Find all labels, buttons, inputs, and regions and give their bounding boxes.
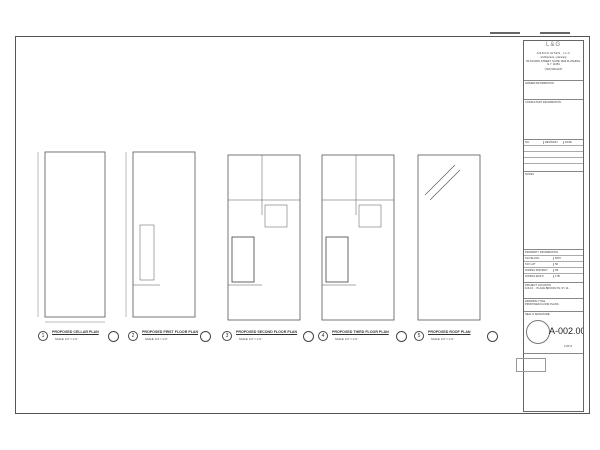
firm-info: L&G ASSOCIATES, LLC architecture • plann… <box>524 41 583 81</box>
seal-section: SEAL & SIGNATURE A-002.00 4 OF 8 <box>524 312 583 354</box>
owner-label: OWNER INFORMATION <box>525 82 554 85</box>
cellar-plan-outline <box>44 151 106 318</box>
sheet-of: 4 OF 8 <box>564 345 572 348</box>
plan-number-5: 5 <box>414 331 424 341</box>
notes-section: NOTES <box>524 172 583 250</box>
property-row-label: TAX BLOCK <box>525 256 540 260</box>
second-floor-plan-outline <box>227 154 301 321</box>
owner-info: OWNER INFORMATION <box>524 81 583 100</box>
property-row-label: ZONING MAP # <box>525 274 544 278</box>
plan-title-1: PROPOSED CELLAR PLAN <box>52 330 99 334</box>
property-row-value: 56 <box>553 262 583 267</box>
revision-header: NO. <box>525 140 530 144</box>
project-location-value: 115-16 ... PLACE BROOKLYN, NY 11... <box>525 287 571 291</box>
property-row-value: 17B <box>553 274 583 279</box>
property-info: PROPERTY INFORMATION TAX BLOCK 5076 TAX L… <box>524 250 583 283</box>
plan-title-2: PROPOSED FIRST FLOOR PLAN <box>142 330 199 334</box>
project-label: PROJECT LOCATION <box>525 284 551 287</box>
professional-seal-icon <box>526 320 550 344</box>
seal-label: SEAL & SIGNATURE <box>525 313 550 316</box>
consultant-label: CONSULTANT INFORMATION <box>525 101 561 104</box>
plan-number-2: 2 <box>128 331 138 341</box>
north-arrow-icon <box>487 331 498 342</box>
notes-label: NOTES <box>525 173 534 176</box>
plan-number-1: 1 <box>38 331 48 341</box>
firm-address: 56-04 MAIN STREET, SUITE 1604 FLUSHING, … <box>526 59 581 67</box>
firm-contact: (718) 539-0247 <box>544 67 563 71</box>
revision-header: DATE <box>563 140 583 145</box>
property-label: PROPERTY INFORMATION <box>525 251 558 254</box>
title-block: L&G ASSOCIATES, LLC architecture • plann… <box>516 40 584 412</box>
drawing-sheet-border <box>15 36 590 414</box>
plan-scale-5: SCALE: 1/4" = 1'-0" <box>431 338 454 341</box>
drawing-label: DRAWING TITLE <box>525 300 546 303</box>
plan-number-3: 3 <box>222 331 232 341</box>
north-arrow-icon <box>108 331 119 342</box>
plan-scale-3: SCALE: 1/4" = 1'-0" <box>239 338 262 341</box>
header-stamp <box>490 32 520 34</box>
plan-scale-4: SCALE: 1/4" = 1'-0" <box>335 338 358 341</box>
property-row-label: ZONING DISTRICT <box>525 268 548 272</box>
approval-stamp-icon <box>516 358 546 372</box>
firm-tagline: architecture • planning <box>540 55 567 59</box>
plan-title-4: PROPOSED THIRD FLOOR PLAN <box>332 330 389 334</box>
plan-number-4: 4 <box>318 331 328 341</box>
drawing-title-section: DRAWING TITLE PROPOSED FLOOR PLANS <box>524 299 583 312</box>
plan-scale-1: SCALE: 1/4" = 1'-0" <box>55 338 78 341</box>
revision-header: REVISION <box>543 140 563 145</box>
consultant-info: CONSULTANT INFORMATION <box>524 100 583 140</box>
third-floor-plan-outline <box>321 154 395 321</box>
north-arrow-icon <box>200 331 211 342</box>
plan-title-3: PROPOSED SECOND FLOOR PLAN <box>236 330 298 334</box>
drawing-title: PROPOSED FLOOR PLANS <box>525 303 559 307</box>
stamp-area <box>516 354 583 374</box>
header-stamp <box>540 32 570 34</box>
plan-title-5: PROPOSED ROOF PLAN <box>428 330 471 334</box>
property-row-value: R6 <box>553 268 583 273</box>
firm-name: ASSOCIATES, LLC <box>536 50 571 55</box>
north-arrow-icon <box>396 331 407 342</box>
first-floor-plan-outline <box>132 151 196 318</box>
plan-scale-2: SCALE: 1/4" = 1'-0" <box>145 338 168 341</box>
project-location: PROJECT LOCATION 115-16 ... PLACE BROOKL… <box>524 283 583 299</box>
north-arrow-icon <box>303 331 314 342</box>
property-row-value: 5076 <box>553 256 583 261</box>
sheet-number: A-002.00 <box>549 326 583 336</box>
property-row-label: TAX LOT <box>525 262 536 266</box>
roof-plan-outline <box>417 154 481 321</box>
firm-logo: L&G <box>545 42 561 48</box>
